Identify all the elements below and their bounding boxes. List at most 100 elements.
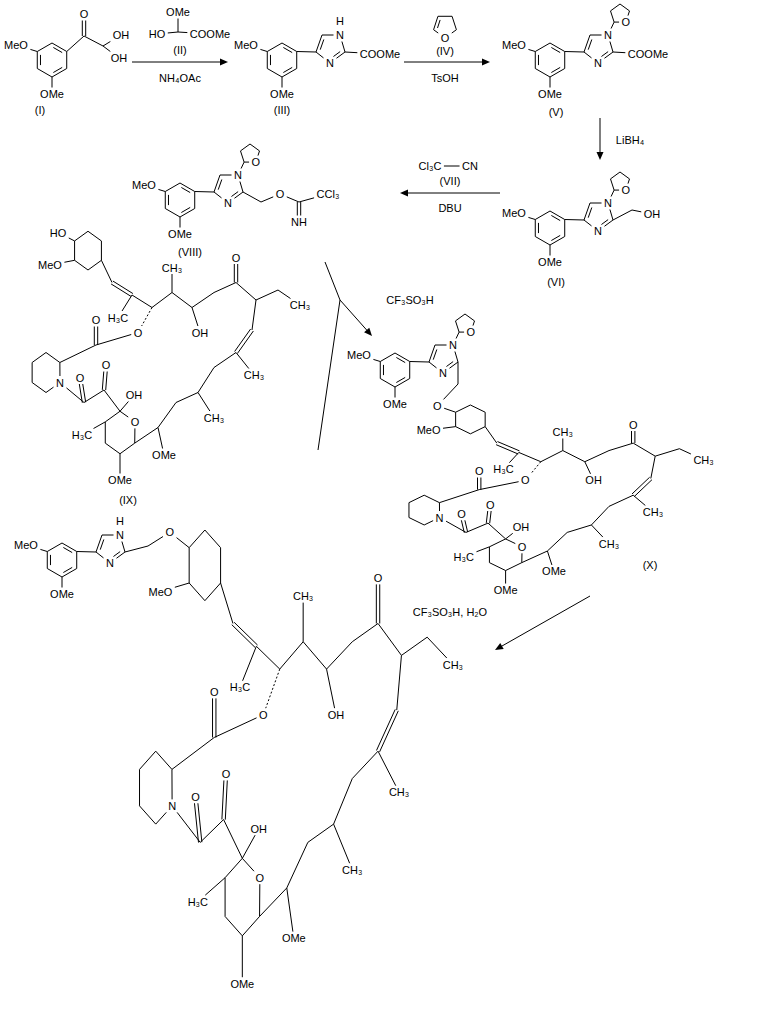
bond-line xyxy=(205,530,221,548)
bond-line xyxy=(88,231,101,241)
bond-line xyxy=(62,577,63,588)
bond-line xyxy=(584,52,592,58)
compound-number: (VI) xyxy=(546,277,566,288)
bond-line xyxy=(32,353,46,363)
bond-line xyxy=(53,47,62,52)
atom-label: O xyxy=(456,508,467,519)
bond-line xyxy=(380,362,381,379)
bond-line xyxy=(195,191,214,193)
bond-line xyxy=(37,69,52,78)
compound-number: (III) xyxy=(273,105,292,116)
reagent-label: CF₃SO₃H xyxy=(385,295,434,306)
bond-line xyxy=(485,427,497,444)
bond-line xyxy=(376,709,395,750)
bond-line xyxy=(77,551,96,553)
bond-line xyxy=(242,835,255,858)
atom-label: O xyxy=(164,527,175,538)
atom-label: CH₃ xyxy=(692,454,714,465)
bond-line xyxy=(395,353,410,362)
bond-line xyxy=(550,77,551,88)
bond-line xyxy=(240,182,243,193)
bond-line xyxy=(535,43,550,52)
bond-line xyxy=(242,858,254,871)
bond-line xyxy=(466,523,488,532)
bond-line xyxy=(535,220,536,237)
bond-line xyxy=(461,520,464,533)
bond-line xyxy=(158,428,163,449)
bond-line xyxy=(535,69,550,78)
arrow-shaft xyxy=(340,300,368,331)
atom-label: O xyxy=(466,327,477,338)
reagent-label: NH₄OAc xyxy=(158,73,202,84)
bond-line xyxy=(489,547,490,563)
bond-line xyxy=(380,379,395,388)
compound-number: (II) xyxy=(172,45,187,56)
atom-label: O xyxy=(258,709,269,720)
bond-line xyxy=(470,427,485,434)
bond-line xyxy=(122,542,125,553)
atom-label: O xyxy=(621,17,632,28)
bond-line xyxy=(550,43,565,52)
atom-label: N xyxy=(603,198,613,209)
bond-line xyxy=(214,192,222,198)
bond-line xyxy=(588,207,592,217)
bond-line xyxy=(563,451,585,462)
bond-line xyxy=(438,20,441,28)
bond-line xyxy=(480,478,481,490)
atom-label: O xyxy=(432,400,443,411)
bond-line xyxy=(300,202,301,216)
atom-label: OH xyxy=(125,390,144,401)
bond-line xyxy=(225,878,226,917)
atom-label: MeO xyxy=(346,350,372,361)
bond-line xyxy=(322,35,334,36)
bond-line xyxy=(63,547,72,552)
bond-line xyxy=(75,231,88,241)
bond-line xyxy=(456,427,471,434)
bond-line xyxy=(633,495,645,505)
bond-line xyxy=(156,751,172,769)
bond-line xyxy=(282,77,283,88)
reaction-arrows xyxy=(132,59,604,651)
bond-line xyxy=(439,503,440,511)
bond-line xyxy=(165,192,166,209)
bond-line xyxy=(105,411,120,422)
bond-line xyxy=(410,361,429,363)
bond-line xyxy=(409,362,410,379)
bond-line xyxy=(260,49,267,51)
bond-line xyxy=(231,192,238,197)
bond-line xyxy=(283,67,292,72)
bond-line xyxy=(181,187,190,192)
bond-line xyxy=(535,52,536,69)
atom-label: H₃C xyxy=(107,312,129,323)
bond-line xyxy=(192,293,214,308)
bond-line xyxy=(585,451,609,462)
bond-line xyxy=(266,669,280,708)
bond-line xyxy=(509,452,518,462)
bond-line xyxy=(222,780,224,819)
atom-label: OH xyxy=(110,53,129,64)
bond-line xyxy=(37,52,38,69)
bond-line xyxy=(535,237,550,246)
bond-line xyxy=(455,314,465,321)
atom-label: O xyxy=(190,791,201,802)
arrow-shaft xyxy=(404,62,484,63)
arrow-shaft xyxy=(501,596,590,647)
bond-line xyxy=(205,583,221,601)
atom-label: O xyxy=(133,327,144,338)
atom-label: OMe xyxy=(541,566,567,577)
bond-line xyxy=(47,552,48,569)
bond-line xyxy=(75,260,88,270)
bond-line xyxy=(473,321,475,326)
atom-label: OMe xyxy=(537,89,563,100)
bond-line xyxy=(102,535,114,536)
bond-line xyxy=(459,332,464,333)
atom-label: N xyxy=(593,58,603,69)
bond-line xyxy=(486,511,487,523)
bond-line xyxy=(327,642,353,669)
bond-line xyxy=(316,52,324,58)
bond-line xyxy=(588,39,592,49)
bond-line xyxy=(214,175,220,192)
atom-label: OH xyxy=(249,823,268,834)
bond-line xyxy=(434,30,439,33)
atom-label: N xyxy=(438,368,448,379)
